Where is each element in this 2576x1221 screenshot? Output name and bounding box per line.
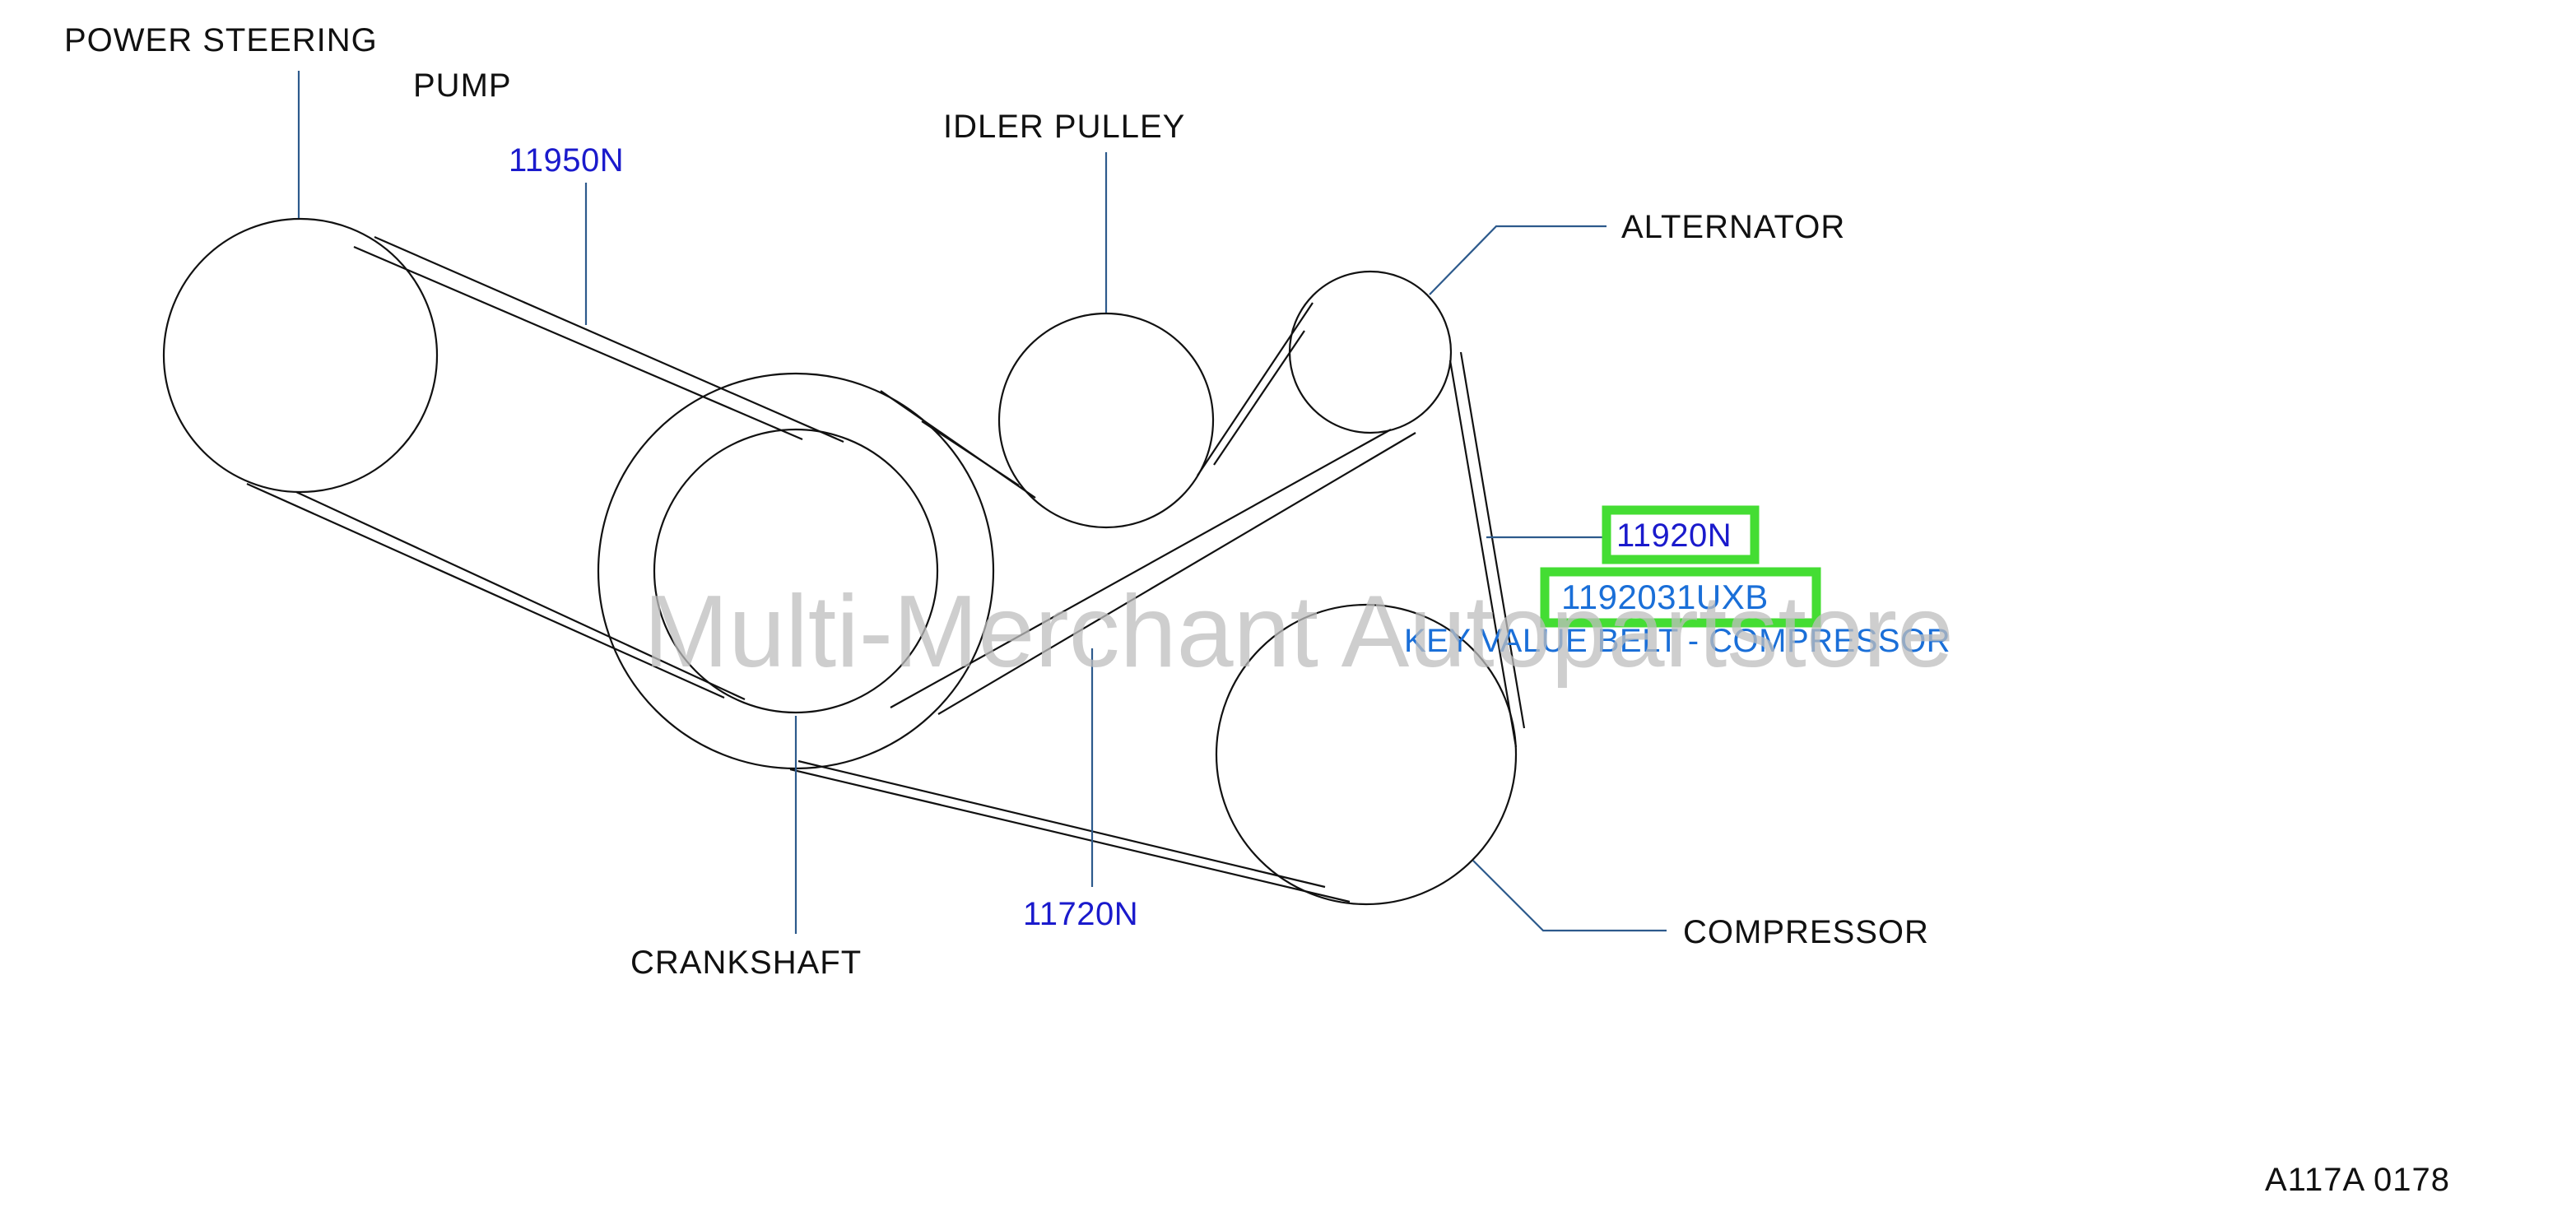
idler-pulley — [997, 312, 1215, 529]
label-crankshaft: CRANKSHAFT — [630, 945, 862, 981]
label-idler-pulley: IDLER PULLEY — [943, 109, 1185, 145]
label-compressor: COMPRESSOR — [1683, 914, 1929, 950]
alternator-pulley — [1288, 270, 1453, 434]
part-number-11720n[interactable]: 11720N — [1023, 896, 1138, 932]
part-number-1192031uxb[interactable]: 1192031UXB — [1561, 578, 1769, 616]
diagram-reference-code: A117A 0178 — [2265, 1162, 2450, 1198]
crankshaft-pulley-inner — [653, 428, 939, 714]
belt-crank-idler-alternator-compressor — [789, 302, 1416, 903]
watermark: Multi-Merchant Autopartstore — [644, 575, 1954, 689]
belt-compressor — [1448, 351, 1526, 748]
crankshaft-pulley-outer — [597, 372, 995, 770]
part-number-11950n[interactable]: 11950N — [509, 142, 624, 179]
label-power-steering: POWER STEERING — [64, 22, 378, 58]
highlight-box-11920n — [1602, 505, 1760, 564]
belt-power-steering — [246, 235, 844, 700]
leader-lines — [297, 71, 1667, 934]
part-description-link[interactable]: KEY VALUE BELT - COMPRESSOR — [1404, 623, 1951, 659]
label-alternator: ALTERNATOR — [1621, 209, 1845, 245]
compressor-pulley — [1215, 603, 1518, 906]
label-pump: PUMP — [413, 67, 512, 104]
part-number-11920n[interactable]: 11920N — [1616, 518, 1732, 554]
highlight-box-1192031uxb — [1540, 567, 1821, 628]
power-steering-pump-pulley — [162, 217, 439, 494]
